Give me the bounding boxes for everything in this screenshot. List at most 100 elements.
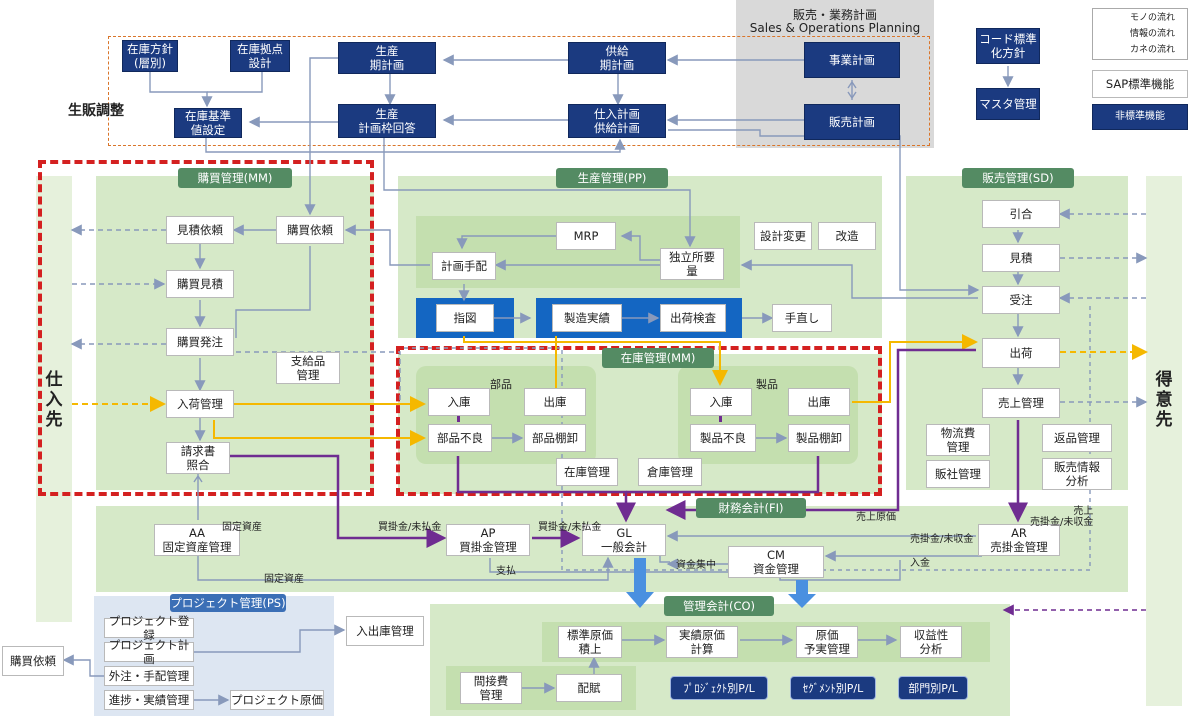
label-kotei-shisan-2: 固定資産 bbox=[264, 574, 304, 585]
label-nyukin: 入金 bbox=[910, 558, 930, 569]
seihin-furyo-box[interactable]: 製品不良 bbox=[690, 424, 756, 452]
seisan-waku-box[interactable]: 生産 計画枠回答 bbox=[338, 104, 436, 138]
pp-header: 生産管理(PP) bbox=[556, 168, 668, 188]
mrp-box[interactable]: MRP bbox=[556, 222, 616, 250]
sei-han-frame bbox=[108, 36, 930, 146]
legend-mono: モノの流れ bbox=[1130, 13, 1176, 23]
customer-band bbox=[1146, 176, 1182, 706]
uriage-kanri-box[interactable]: 売上管理 bbox=[982, 388, 1060, 418]
aa-box[interactable]: AA 固定資産管理 bbox=[154, 524, 240, 556]
hanbai-keikaku-box[interactable]: 販売計画 bbox=[804, 104, 900, 140]
sd-header: 販売管理(SD) bbox=[962, 168, 1074, 188]
label-uriage-genka: 売上原価 bbox=[856, 512, 896, 523]
label-urikake-2: 売上 売掛金/未収金 bbox=[1030, 506, 1094, 528]
dokuritsu-box[interactable]: 独立所要 量 bbox=[660, 248, 724, 280]
seihin-shukko-box[interactable]: 出庫 bbox=[788, 388, 850, 416]
shinchoku-box[interactable]: 進捗・実績管理 bbox=[104, 690, 194, 710]
code-hyojun-box[interactable]: コード標準 化方針 bbox=[976, 28, 1040, 64]
label-kotei-shisan: 固定資産 bbox=[222, 522, 262, 533]
sop-title-en: Sales & Operations Planning bbox=[749, 21, 921, 35]
juchu-box[interactable]: 受注 bbox=[982, 286, 1060, 314]
zaiko-kijun-box[interactable]: 在庫基準 値設定 bbox=[174, 108, 242, 138]
seg-pl-box[interactable]: ｾｸﾞﾒﾝﾄ別P/L bbox=[790, 676, 876, 700]
seihin-tanaoroshi-box[interactable]: 製品棚卸 bbox=[788, 424, 850, 452]
gl-box[interactable]: GL 一般会計 bbox=[582, 524, 666, 556]
seizo-jisseki-box[interactable]: 製造実績 bbox=[552, 304, 622, 332]
bumon-pl-box[interactable]: 部門別P/L bbox=[898, 676, 968, 700]
legend-box bbox=[1092, 8, 1188, 60]
shizu-box[interactable]: 指図 bbox=[436, 304, 494, 332]
pj-keikaku-box[interactable]: プロジェクト計画 bbox=[104, 638, 194, 666]
mitsumori-box[interactable]: 見積 bbox=[982, 244, 1060, 272]
zaiko-houshin-box[interactable]: 在庫方針 (層別) bbox=[122, 40, 178, 72]
haifu-box[interactable]: 配賦 bbox=[556, 674, 622, 702]
im-header: 在庫管理(MM) bbox=[602, 348, 714, 368]
label-shiharai: 支払 bbox=[496, 566, 516, 577]
mm-red-frame bbox=[38, 160, 374, 496]
tenaoshi-box[interactable]: 手直し bbox=[772, 304, 832, 332]
ap-box[interactable]: AP 買掛金管理 bbox=[446, 524, 530, 556]
customer-label: 得 意 先 bbox=[1155, 370, 1173, 430]
co-header: 管理会計(CO) bbox=[664, 596, 774, 616]
fi-header: 財務会計(FI) bbox=[696, 498, 806, 518]
ar-box[interactable]: AR 売掛金管理 bbox=[978, 524, 1060, 556]
seikyusho-box[interactable]: 請求書 照合 bbox=[166, 442, 230, 474]
pj-genka-box[interactable]: プロジェクト原価 bbox=[230, 690, 324, 710]
ps-kobai-irai-box[interactable]: 購買依頼 bbox=[2, 646, 64, 676]
kobai-mitsumori-box[interactable]: 購買見積 bbox=[166, 270, 234, 298]
jigyo-keikaku-box[interactable]: 事業計画 bbox=[804, 42, 900, 78]
seihin-nyuko-box[interactable]: 入庫 bbox=[690, 388, 752, 416]
buhin-tanaoroshi-box[interactable]: 部品棚卸 bbox=[524, 424, 586, 452]
hansha-box[interactable]: 販社管理 bbox=[926, 460, 990, 488]
butsuryu-box[interactable]: 物流費 管理 bbox=[926, 424, 990, 456]
buhin-nyuko-box[interactable]: 入庫 bbox=[428, 388, 490, 416]
sop-title-ja: 販売・業務計画 bbox=[792, 8, 877, 22]
hyojun-genka-box[interactable]: 標準原価 積上 bbox=[558, 626, 622, 658]
label-kaikake-2: 買掛金/未払金 bbox=[538, 522, 602, 533]
legend-joho: 情報の流れ bbox=[1130, 29, 1176, 39]
mm-header: 購買管理(MM) bbox=[178, 168, 292, 188]
masta-kanri-box[interactable]: マスタ管理 bbox=[976, 88, 1040, 120]
kobai-hacchu-box[interactable]: 購買発注 bbox=[166, 328, 234, 356]
soko-kanri-box[interactable]: 倉庫管理 bbox=[638, 458, 702, 486]
label-shikin-shuchu: 資金集中 bbox=[676, 560, 716, 571]
nyushukko-box[interactable]: 入出庫管理 bbox=[346, 616, 424, 646]
shiire-keikaku-box[interactable]: 仕入計画 供給計画 bbox=[568, 104, 666, 138]
zaiko-kyoten-box[interactable]: 在庫拠点 設計 bbox=[230, 40, 290, 72]
legend-kane: カネの流れ bbox=[1130, 45, 1176, 55]
label-urikake-1: 売掛金/未収金 bbox=[910, 534, 974, 545]
seisan-kikeikaku-box[interactable]: 生産 期計画 bbox=[338, 42, 436, 74]
seihin-label: 製品 bbox=[756, 378, 778, 391]
buhin-shukko-box[interactable]: 出庫 bbox=[524, 388, 586, 416]
buhin-furyo-box[interactable]: 部品不良 bbox=[428, 424, 492, 452]
jisseki-genka-box[interactable]: 実績原価 計算 bbox=[666, 626, 738, 658]
hikiai-box[interactable]: 引合 bbox=[982, 200, 1060, 228]
keikaku-tehai-box[interactable]: 計画手配 bbox=[432, 252, 496, 280]
zaiko-kanri-box[interactable]: 在庫管理 bbox=[556, 458, 618, 486]
henpin-box[interactable]: 返品管理 bbox=[1042, 424, 1112, 452]
hanbai-joho-box[interactable]: 販売情報 分析 bbox=[1042, 458, 1112, 490]
legend-non-standard: 非標準機能 bbox=[1092, 104, 1188, 130]
mitsumori-irai-box[interactable]: 見積依頼 bbox=[166, 216, 234, 244]
sekkei-henko-box[interactable]: 設計変更 bbox=[754, 222, 812, 250]
kyokyu-kikeikaku-box[interactable]: 供給 期計画 bbox=[568, 42, 666, 74]
supplier-label: 仕 入 先 bbox=[45, 370, 63, 430]
kansetsuhi-box[interactable]: 間接費 管理 bbox=[460, 672, 522, 704]
sei-han-title: 生販調整 bbox=[68, 103, 124, 119]
cm-box[interactable]: CM 資金管理 bbox=[728, 546, 824, 578]
shuekisei-box[interactable]: 収益性 分析 bbox=[900, 626, 962, 658]
label-kaikake-1: 買掛金/未払金 bbox=[378, 522, 442, 533]
shukka-kensa-box[interactable]: 出荷検査 bbox=[660, 304, 726, 332]
shikyuhin-box[interactable]: 支給品 管理 bbox=[276, 352, 340, 384]
supplier-band bbox=[36, 176, 72, 622]
genka-yojitsu-box[interactable]: 原価 予実管理 bbox=[796, 626, 858, 658]
ps-header: プロジェクト管理(PS) bbox=[170, 594, 286, 612]
kobai-irai-box[interactable]: 購買依頼 bbox=[276, 216, 344, 244]
shukka-box[interactable]: 出荷 bbox=[982, 338, 1060, 368]
pj-pl-box[interactable]: ﾌﾟﾛｼﾞｪｸﾄ別P/L bbox=[670, 676, 768, 700]
buhin-label: 部品 bbox=[490, 378, 512, 391]
kaizo-box[interactable]: 改造 bbox=[818, 222, 876, 250]
gaichu-box[interactable]: 外注・手配管理 bbox=[104, 666, 194, 686]
pj-touroku-box[interactable]: プロジェクト登録 bbox=[104, 614, 194, 642]
nyuka-kanri-box[interactable]: 入荷管理 bbox=[166, 390, 234, 418]
